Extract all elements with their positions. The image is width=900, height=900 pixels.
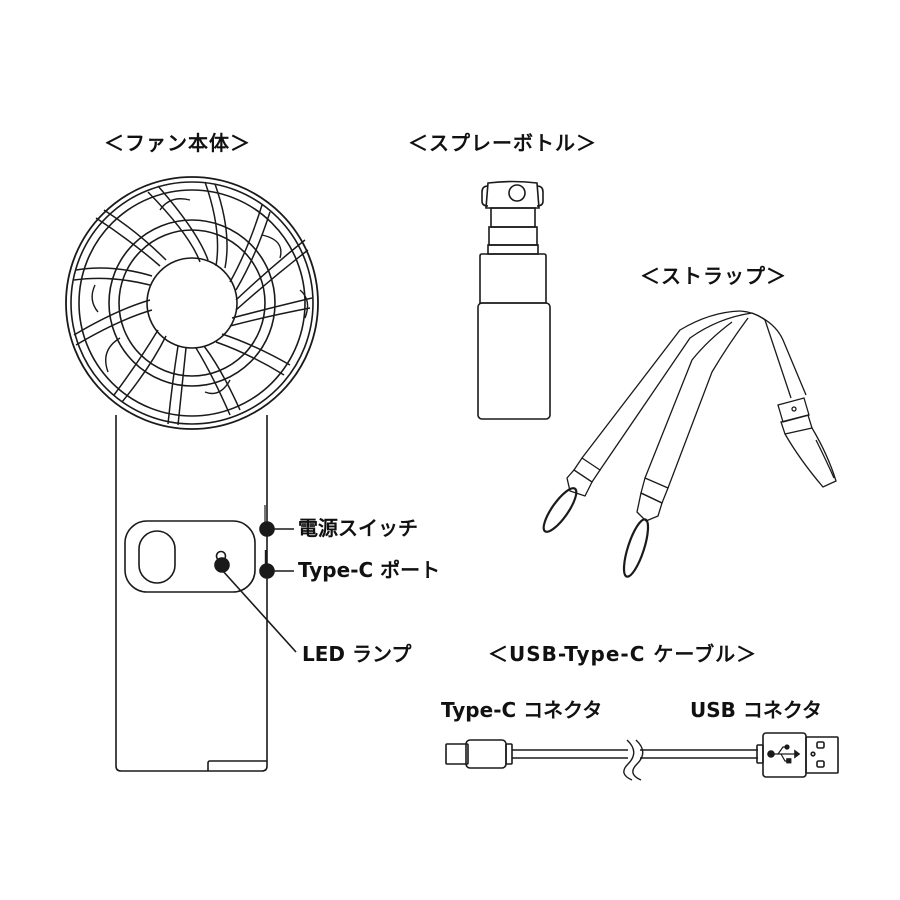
fan-body-illustration xyxy=(65,176,319,772)
cable-title: ＜USB-Type-C ケーブル＞ xyxy=(488,642,758,666)
usb-symbol-icon xyxy=(767,744,801,764)
spray-bottle-illustration xyxy=(477,180,551,420)
type-c-connector-label: Type-C コネクタ xyxy=(441,698,603,722)
strap-title: ＜ストラップ＞ xyxy=(640,264,787,288)
power-switch-label: 電源スイッチ xyxy=(298,516,418,540)
usb-type-c-cable-illustration xyxy=(445,732,839,781)
callout-markers xyxy=(214,521,297,653)
type-c-port-label: Type-C ポート xyxy=(298,558,441,582)
fan-body-title: ＜ファン本体＞ xyxy=(104,131,251,155)
led-lamp-label: LED ランプ xyxy=(302,642,412,666)
spray-bottle-title: ＜スプレーボトル＞ xyxy=(408,131,597,155)
fan-control-panel xyxy=(124,520,256,593)
strap-illustration xyxy=(542,310,837,578)
usb-connector-label: USB コネクタ xyxy=(690,698,823,722)
